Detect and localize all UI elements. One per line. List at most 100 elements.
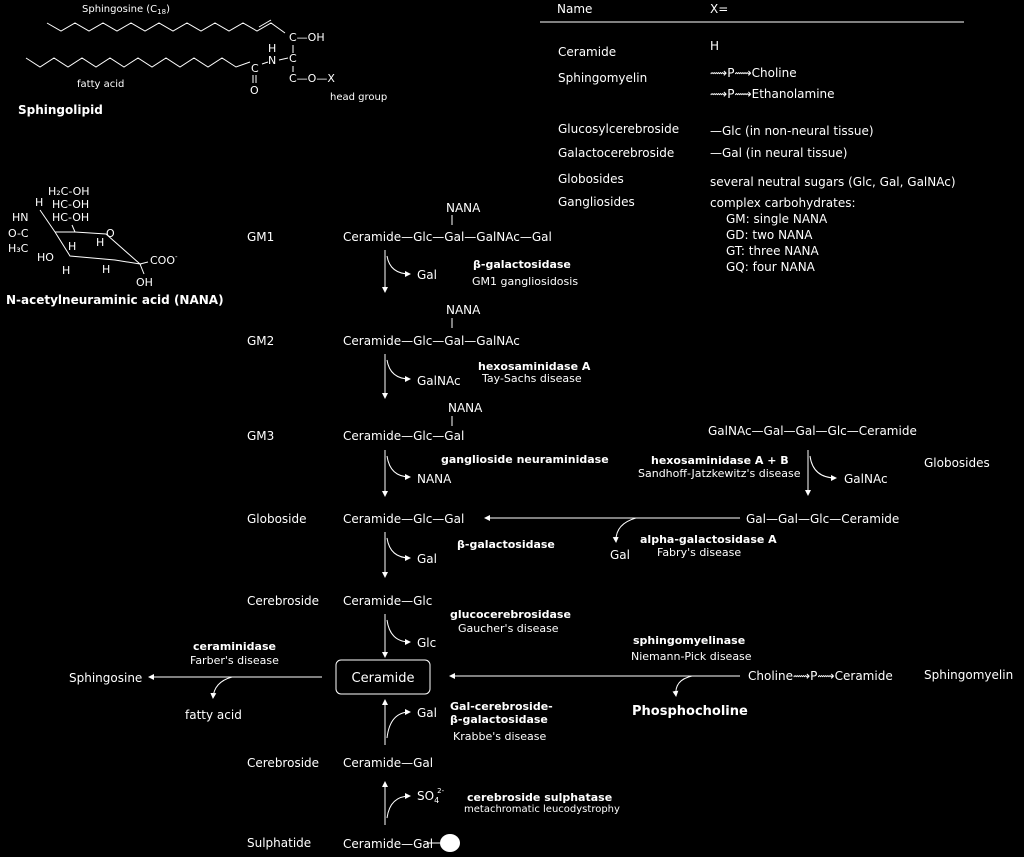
- nana-structure: H₂C-OH HC-OH HC-OH H HN O-C H₃C O HO H H…: [6, 185, 224, 307]
- step-product: Gal: [417, 552, 437, 566]
- branch-product: GalNAc: [844, 472, 888, 486]
- stage-compound: Ceramide—Gal: [343, 837, 433, 851]
- stage-label: GM1: [247, 230, 274, 244]
- stage-compound: Ceramide—Glc—Gal: [343, 429, 464, 443]
- svg-text:HO: HO: [37, 251, 54, 264]
- stage-label: Sulphatide: [247, 836, 311, 850]
- branch-product: Phosphocholine: [632, 704, 748, 719]
- ganglioside-type: GT: three NANA: [726, 244, 819, 258]
- stage-label: GM3: [247, 429, 274, 443]
- head-group-table: Name X= Ceramide H Sphingomyelin ⟿P⟿Chol…: [540, 2, 964, 274]
- sphingolipid-title: Sphingolipid: [18, 103, 103, 117]
- table-row-x: —Gal (in neural tissue): [710, 146, 847, 160]
- svg-text:HC-OH: HC-OH: [52, 198, 89, 211]
- step-product: GalNAc: [417, 374, 461, 388]
- disease-label: Gaucher's disease: [458, 622, 559, 635]
- enzyme-label: alpha-galactosidase A: [640, 533, 777, 546]
- sulphate-group: [440, 834, 460, 852]
- sphingosine-branch: Sphingosine ceraminidase Farber's diseas…: [69, 640, 322, 722]
- step-arrow: [382, 354, 411, 399]
- table-row-name: Sphingomyelin: [558, 71, 647, 85]
- nitrogen: N: [268, 54, 276, 67]
- enzyme-label: cerebroside sulphatase: [467, 791, 612, 804]
- table-row-name: Galactocerebroside: [558, 146, 674, 160]
- nana-branch: NANA: [446, 303, 481, 317]
- fatty-acid-label: fatty acid: [77, 79, 124, 90]
- globoside-branch: GalNAc—Gal—Gal—Glc—Ceramide Globosides G…: [484, 424, 990, 562]
- svg-text:HN: HN: [12, 211, 29, 224]
- svg-text:H₃C: H₃C: [8, 242, 29, 255]
- degradation-pathway: NANA NANA NANA GM1 Ceramide—Glc—Gal—GalN…: [247, 201, 620, 852]
- enzyme-label: hexosaminidase A + B: [651, 454, 789, 467]
- branch-compound: Gal—Gal—Glc—Ceramide: [746, 512, 899, 526]
- enzyme-label: β-galactosidase: [457, 538, 555, 551]
- table-row-x: H: [710, 39, 719, 53]
- table-row-x: complex carbohydrates:: [710, 196, 856, 210]
- table-row-name: Gangliosides: [558, 195, 635, 209]
- c-o-x: C—O—X: [289, 72, 335, 85]
- ring-oxygen: O: [106, 227, 115, 240]
- disease-label: Sandhoff-Jatzkewitz's disease: [638, 467, 801, 480]
- table-row-x: several neutral sugars (Glc, Gal, GalNAc…: [710, 175, 956, 189]
- double-bond: [258, 19, 272, 28]
- carbonyl-carbon: C: [251, 62, 259, 75]
- stage-compound: Ceramide—Glc—Gal—GalNAc—Gal: [343, 230, 552, 244]
- ganglioside-type: GQ: four NANA: [726, 260, 816, 274]
- svg-text:H: H: [102, 263, 110, 276]
- sphingolipid-structure: Sphingosine (C18) C—OH C H N C—O—X C O f…: [18, 4, 387, 117]
- disease-label: metachromatic leucodystrophy: [464, 804, 620, 815]
- head-group-label: head group: [330, 92, 387, 103]
- step-arrow: [382, 614, 411, 658]
- branch-compound: Choline⟿P⟿Ceramide: [748, 669, 893, 683]
- svg-text:H₂C-OH: H₂C-OH: [48, 185, 90, 198]
- disease-label: Fabry's disease: [657, 546, 741, 559]
- table-row-name: Ceramide: [558, 45, 616, 59]
- step-product: Gal: [417, 268, 437, 282]
- nana-branch: NANA: [448, 401, 483, 415]
- branch-label: Sphingomyelin: [924, 668, 1013, 682]
- carboxylate: COO-: [150, 253, 178, 267]
- enzyme-label: ceraminidase: [193, 640, 276, 653]
- branch-product: fatty acid: [185, 708, 242, 722]
- enzyme-label: Gal-cerebroside-: [450, 700, 553, 713]
- branch-product: Sphingosine: [69, 671, 142, 685]
- ceramide-label: Ceramide: [352, 671, 415, 686]
- ceramide-box: [335, 659, 431, 695]
- svg-text:OH: OH: [136, 276, 153, 289]
- step-arrow: [382, 781, 411, 825]
- enzyme-label: glucocerebrosidase: [450, 608, 571, 621]
- fatty-acid-chain: [25, 57, 251, 68]
- svg-text:H: H: [62, 264, 70, 277]
- branch-label: Globosides: [924, 456, 990, 470]
- svg-text:O-C: O-C: [8, 227, 29, 240]
- svg-text:H: H: [96, 236, 104, 249]
- table-row-x: ⟿P⟿Choline: [710, 66, 797, 80]
- step-product: Glc: [417, 636, 436, 650]
- nana-title: N-acetylneuraminic acid (NANA): [6, 293, 224, 307]
- disease-label: Tay-Sachs disease: [481, 372, 582, 385]
- stage-compound: Ceramide—Glc: [343, 594, 432, 608]
- branch-product: Gal: [610, 548, 630, 562]
- hydrogen: H: [268, 42, 276, 55]
- enzyme-label: ganglioside neuraminidase: [441, 453, 609, 466]
- carbon-mid: C: [289, 52, 297, 65]
- disease-label: Niemann-Pick disease: [631, 650, 752, 663]
- disease-label: Krabbe's disease: [453, 730, 546, 743]
- sphingosine-chain: [46, 22, 286, 34]
- disease-label: GM1 gangliosidosis: [472, 275, 578, 288]
- stage-compound: Ceramide—Glc—Gal—GalNAc: [343, 334, 520, 348]
- enzyme-label: hexosaminidase A: [478, 360, 591, 373]
- stage-compound: Ceramide—Gal: [343, 756, 433, 770]
- ganglioside-type: GM: single NANA: [726, 212, 828, 226]
- table-row-name: Glucosylcerebroside: [558, 122, 679, 136]
- step-arrow: [382, 699, 411, 745]
- oh-group: C—OH: [289, 31, 325, 44]
- table-row-x: —Glc (in non-neural tissue): [710, 124, 874, 138]
- step-product: SO42-: [417, 787, 445, 805]
- sphingomyelin-branch: Choline⟿P⟿Ceramide Sphingomyelin sphingo…: [449, 634, 1013, 719]
- enzyme-label: β-galactosidase: [473, 258, 571, 271]
- step-arrow: [382, 532, 411, 578]
- step-product: NANA: [417, 472, 452, 486]
- step-product: Gal: [417, 706, 437, 720]
